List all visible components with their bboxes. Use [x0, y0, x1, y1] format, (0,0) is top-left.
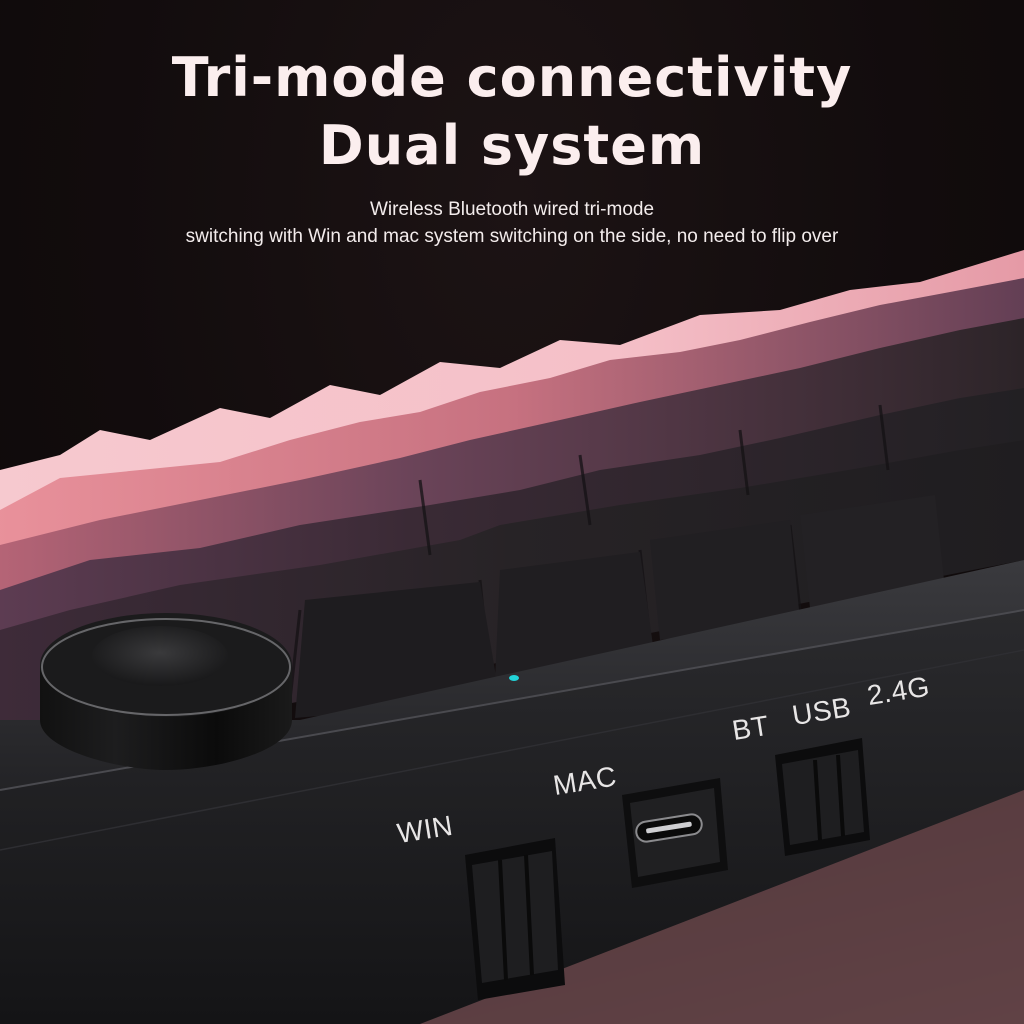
label-bt: BT	[729, 709, 772, 747]
indicator-led	[509, 675, 519, 681]
headline: Tri-mode connectivity Dual system	[0, 44, 1024, 180]
subtitle-line-2: switching with Win and mac system switch…	[185, 226, 839, 247]
rotary-knob[interactable]	[40, 613, 292, 770]
case-front	[0, 610, 1024, 1024]
headline-line-2: Dual system	[318, 114, 706, 177]
usb-c-port	[622, 778, 728, 888]
system-switch[interactable]	[465, 838, 565, 1000]
mode-switch[interactable]	[775, 738, 870, 856]
subtitle-line-1: Wireless Bluetooth wired tri-mode	[369, 199, 655, 220]
headline-line-1: Tri-mode connectivity	[171, 46, 853, 109]
subtitle: Wireless Bluetooth wired tri-mode switch…	[0, 196, 1024, 250]
